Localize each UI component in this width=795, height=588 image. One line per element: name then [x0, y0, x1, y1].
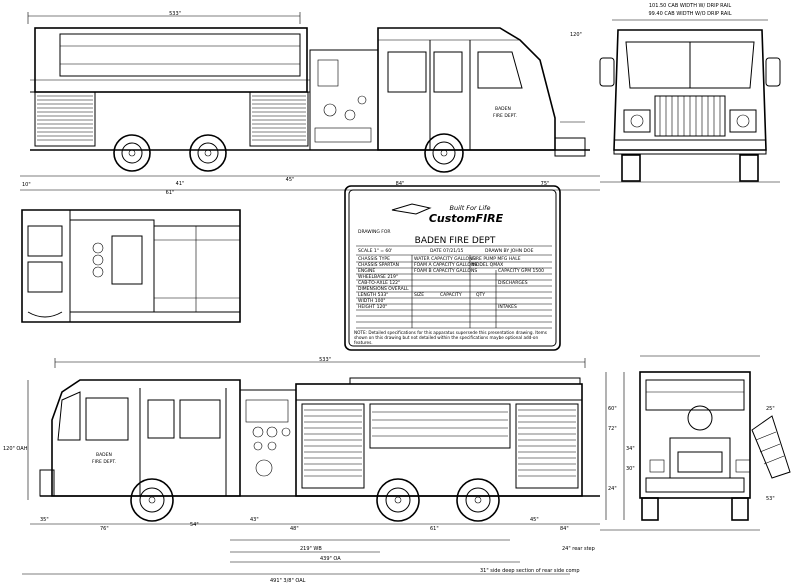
front-cab-width-top: 101.50 CAB WIDTH W/ DRIP RAIL [649, 3, 731, 9]
bottom-rear-wheel-1 [376, 478, 420, 522]
bottom-door-text-line2: FIRE DEPT. [92, 459, 116, 465]
rear-dim-5: 25" [766, 406, 775, 412]
top-dim-bumper: 84" [396, 181, 405, 187]
customer-name: BADEN FIRE DEPT [415, 236, 496, 246]
mid-row-2: FOAM B CAPACITY GALLONS [414, 268, 477, 274]
brand-tagline: Built For Life [450, 204, 491, 212]
top-front-wheel [424, 133, 464, 173]
bottom-dim-4: 48" [290, 526, 299, 532]
front-view: 101.50 CAB WIDTH W/ DRIP RAIL 99.40 CAB … [599, 3, 781, 183]
top-rear-wheel-1 [113, 134, 151, 172]
top-dim-cab-height: 120" [570, 32, 582, 38]
bottom-overall-height: 120" OAH [3, 446, 28, 452]
left-row-5: DIMENSIONS OVERALL [358, 286, 409, 292]
rear-note-step: 24" rear step [562, 546, 595, 552]
left-row-7: WIDTH 100" [358, 298, 385, 304]
left-row-8: HEIGHT 120" [358, 304, 387, 310]
mid-row-0: WATER CAPACITY GALLONS [414, 256, 475, 262]
title-block: Built For Life CustomFIRE DRAWING FOR BA… [344, 185, 561, 351]
bottom-dim-3: 43" [250, 517, 259, 523]
rear-dim-0: 60" [608, 406, 617, 412]
left-row-2: ENGINE [358, 268, 375, 274]
top-rear-wheel-2 [189, 134, 227, 172]
bottom-dim-5: 61" [430, 526, 439, 532]
bottom-front-wheel [130, 478, 174, 522]
drawing-for-label: DRAWING FOR [358, 229, 391, 235]
side-view-bottom: 533" 120" OAH BADEN FIRE DEPT. [3, 357, 600, 584]
bottom-overall-length: 533" [319, 357, 331, 363]
rear-dim-6: 53" [766, 496, 775, 502]
rear-dim-3: 30" [626, 466, 635, 472]
top-door-text-line2: FIRE DEPT. [493, 113, 517, 119]
bottom-dim-9: 491" 3/8" OAL [270, 578, 306, 584]
rear-dim-4: 24" [608, 486, 617, 492]
rear-dim-2: 34" [626, 446, 635, 452]
top-dim-wheelbase: 75" [541, 181, 550, 187]
rear-note-side: 31" side deep section of rear side comp [480, 568, 580, 574]
bottom-door-text-line1: BADEN [96, 452, 112, 458]
bottom-dim-10: 84" [560, 526, 569, 532]
drawn-by: DRAWN BY JOHN DOE [485, 248, 534, 254]
top-dim-axle-spread: 61" [166, 190, 175, 196]
brand-logo: CustomFIRE [429, 212, 504, 225]
top-dim-front-overhang: 45" [286, 177, 295, 183]
title-note: NOTE: Detailed specifications for this a… [354, 330, 547, 345]
bottom-dim-8: 439" OA [320, 556, 341, 562]
left-row-1: CHASSIS SPARTAN [358, 262, 399, 268]
bottom-dim-0: 35" [40, 517, 49, 523]
right-row-0: FIRE PUMP MFG HALE [472, 256, 521, 262]
left-row-3: WHEELBASE 219" [358, 274, 398, 280]
top-door-text-line1: BADEN [495, 106, 511, 112]
bottom-dim-7: 219" WB [300, 546, 322, 552]
bottom-rear-wheel-2 [456, 478, 500, 522]
bottom-dim-1: 76" [100, 526, 109, 532]
left-row-4: CAB-TO-AXLE 122" [358, 280, 400, 286]
table-header-capacity: CAPACITY [440, 292, 462, 298]
table-header-qty: QTY [476, 292, 485, 298]
right-row-4: INTAKES [498, 304, 517, 310]
left-row-6: LENGTH 533" [358, 292, 388, 298]
top-overall-length: 533" [169, 11, 181, 17]
date: DATE 07/21/15 [430, 248, 463, 254]
left-row-0: CHASSIS TYPE [358, 256, 390, 262]
table-header-size: SIZE [414, 292, 424, 298]
plan-view [21, 209, 241, 323]
top-dim-ground: 10" [22, 182, 31, 188]
front-cab-width-bottom: 99.40 CAB WIDTH W/O DRIP RAIL [648, 11, 731, 17]
side-view-top: 533" [20, 11, 600, 196]
scale: SCALE 1" = 60' [358, 248, 392, 254]
rear-dim-1: 72" [608, 426, 617, 432]
mid-row-1: FOAM A CAPACITY GALLONS [414, 262, 477, 268]
right-row-3: DISCHARGES [498, 280, 528, 286]
right-row-1: MODEL QMAX [472, 262, 503, 268]
rear-view: 60" 72" 34" 30" 24" 25" 53" 24" rear ste… [480, 355, 791, 574]
bottom-dim-2: 54" [190, 522, 199, 528]
right-row-2: CAPACITY GPM 1500 [498, 268, 544, 274]
top-dim-rear-overhang: 41" [176, 181, 185, 187]
bottom-dim-6: 45" [530, 517, 539, 523]
